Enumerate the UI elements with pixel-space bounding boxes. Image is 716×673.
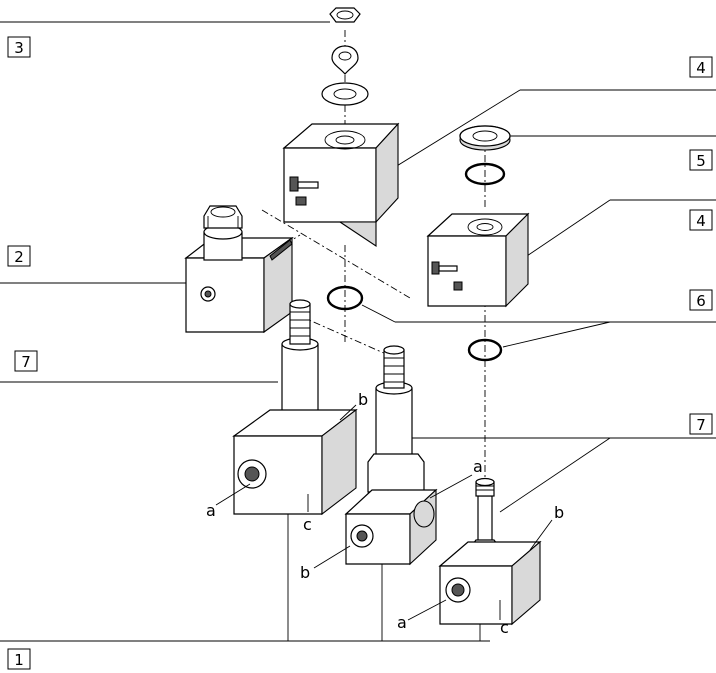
washer-part — [321, 82, 369, 106]
port-label-a-center: a — [473, 457, 483, 476]
port-label-b-right: b — [554, 503, 564, 522]
upper-coil — [282, 122, 400, 248]
lower-coil — [426, 212, 530, 308]
threaded-ring-part — [459, 125, 511, 151]
o-ring-lower — [467, 338, 503, 362]
center-valve — [344, 345, 438, 566]
svg-text:7: 7 — [696, 416, 706, 434]
svg-text:2: 2 — [14, 248, 24, 266]
port-label-a-right: a — [397, 613, 407, 632]
port-label-b-center: b — [300, 563, 310, 582]
port-leaders — [215, 404, 553, 621]
svg-text:6: 6 — [696, 292, 706, 310]
nut-part — [329, 7, 361, 23]
callout-4-lower: 4 — [689, 209, 713, 231]
port-label-b-left: b — [358, 390, 368, 409]
o-ring-upper — [464, 162, 506, 186]
callout-3: 3 — [7, 36, 31, 58]
leader-lines — [0, 21, 716, 642]
right-valve — [438, 477, 542, 626]
port-label-c-left: c — [303, 515, 312, 534]
callout-1: 1 — [7, 648, 31, 670]
port-label-a-left: a — [206, 501, 216, 520]
o-ring-middle — [326, 285, 364, 311]
svg-text:1: 1 — [14, 651, 24, 669]
callout-4-upper: 4 — [689, 56, 713, 78]
svg-text:7: 7 — [21, 353, 31, 371]
port-label-c-right: c — [500, 618, 509, 637]
spring-clip-part — [331, 45, 359, 75]
left-valve — [232, 299, 358, 516]
svg-text:4: 4 — [696, 212, 706, 230]
svg-text:4: 4 — [696, 59, 706, 77]
callout-5: 5 — [689, 149, 713, 171]
connector-plug — [184, 205, 294, 334]
svg-text:5: 5 — [696, 152, 706, 170]
callout-2: 2 — [7, 245, 31, 267]
svg-text:3: 3 — [14, 39, 24, 57]
callout-6: 6 — [689, 289, 713, 311]
callout-7-left: 7 — [14, 350, 38, 372]
callout-7-right: 7 — [689, 413, 713, 435]
